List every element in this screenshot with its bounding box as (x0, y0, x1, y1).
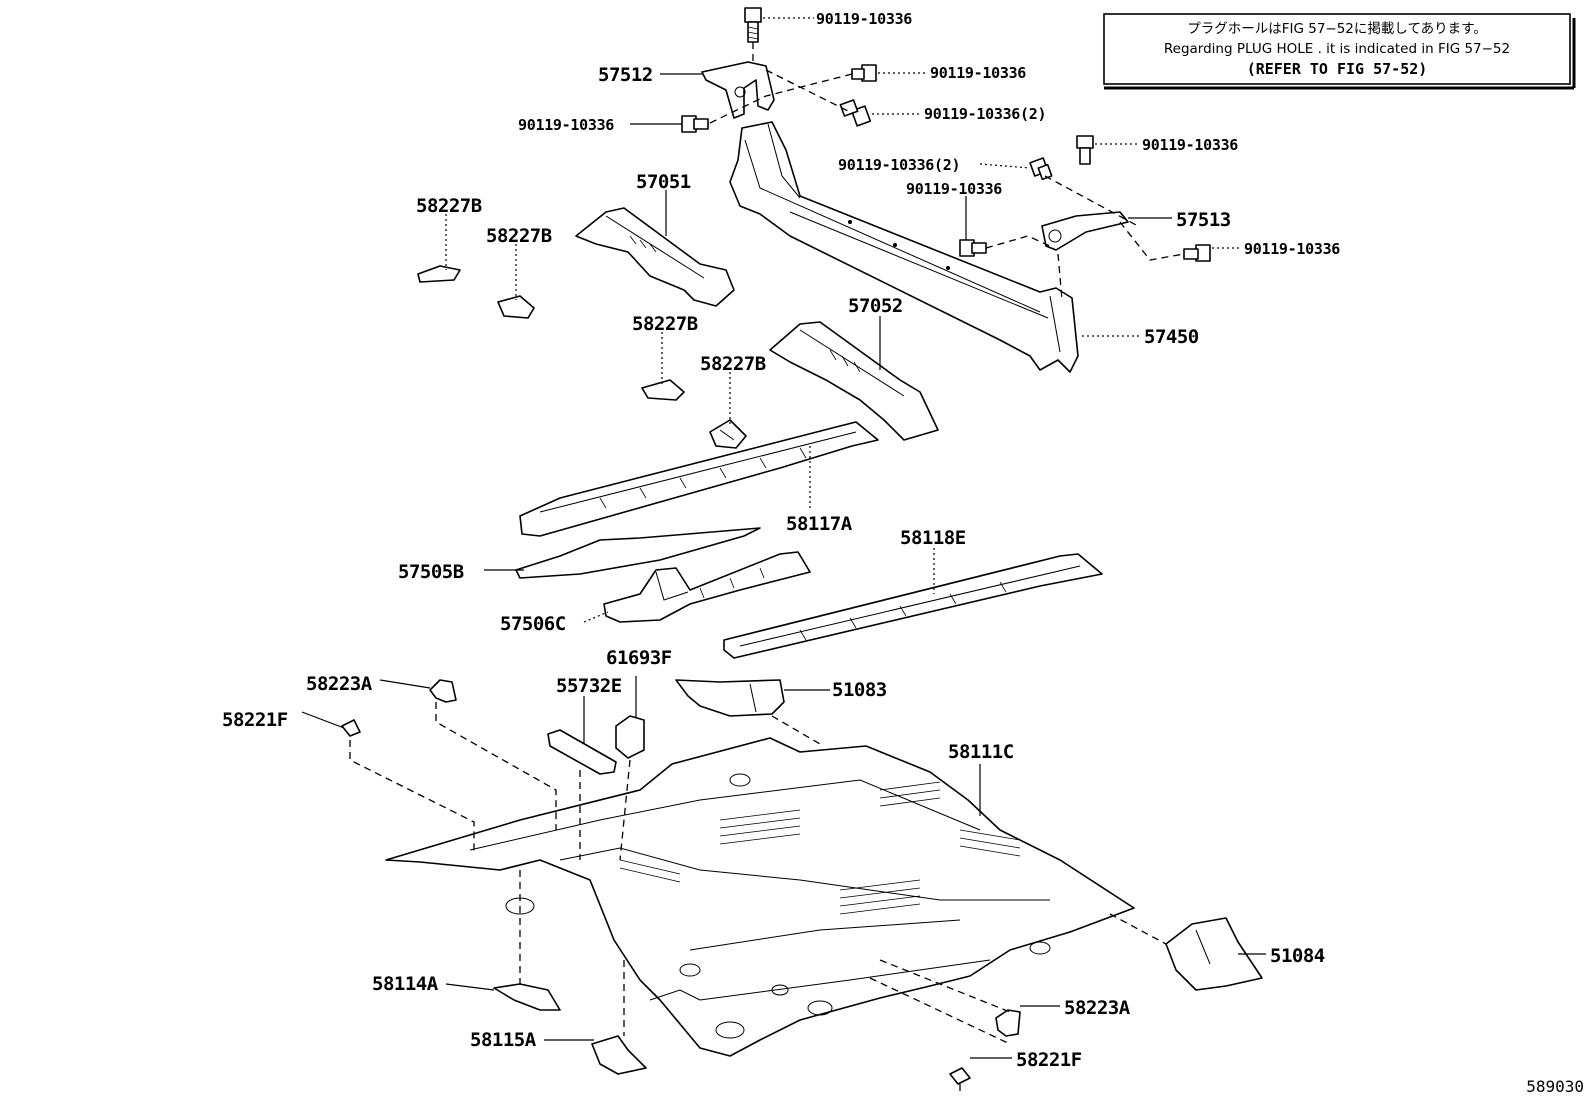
side-member-58118e (723, 553, 1103, 659)
bolt-icon-group (681, 7, 1211, 262)
clip-58221f (341, 719, 361, 737)
panel-57506c (603, 551, 811, 623)
part-labels: 90119-10336 57512 90119-10336 90119-1033… (222, 10, 1341, 1071)
label-90119-10336: 90119-10336 (1244, 240, 1340, 258)
label-58111c: 58111C (948, 741, 1014, 763)
floor-pan-58111c (385, 737, 1135, 1057)
side-member-58117a (519, 421, 879, 537)
clip-58223a (429, 679, 457, 703)
bolt-icon (1183, 244, 1211, 262)
cross-member-57450 (729, 121, 1079, 373)
label-90119-10336: 90119-10336 (930, 64, 1026, 82)
bracket-57512 (701, 61, 775, 119)
label-58227b: 58227B (416, 195, 482, 217)
label-55732e: 55732E (556, 675, 622, 697)
label-51083: 51083 (832, 679, 887, 701)
label-58221f: 58221F (1016, 1049, 1082, 1071)
figure-number: 589030 (1526, 1077, 1584, 1096)
label-90119-10336-2: 90119-10336(2) (924, 105, 1046, 123)
label-57052: 57052 (848, 295, 903, 317)
label-90119-10336: 90119-10336 (518, 116, 614, 134)
clip-58227b (709, 419, 747, 449)
bracket-58114a (493, 983, 561, 1011)
bolt-icon (1029, 157, 1053, 181)
label-58118e: 58118E (900, 527, 966, 549)
clip-58221f (949, 1067, 971, 1085)
bolt-alignment-lines (707, 42, 1185, 301)
bolt-icon (851, 64, 877, 82)
label-90119-10336-2: 90119-10336(2) (838, 156, 960, 174)
label-58117a: 58117A (786, 513, 853, 535)
label-58223a: 58223A (306, 673, 373, 695)
bolt-icon (744, 7, 762, 43)
bracket-58115a (591, 1035, 647, 1075)
bracket-57513 (1041, 211, 1129, 251)
label-90119-10336: 90119-10336 (816, 10, 912, 28)
clip-58223a (995, 1009, 1021, 1037)
bolt-icon (839, 99, 872, 127)
clip-58227b (641, 379, 685, 401)
note-line-2: Regarding PLUG HOLE . it is indicated in… (1164, 41, 1510, 57)
panel-57505b (515, 527, 761, 579)
label-51084: 51084 (1270, 945, 1325, 967)
label-58114a: 58114A (372, 973, 439, 995)
label-90119-10336: 90119-10336 (1142, 136, 1238, 154)
bracket-51084 (1165, 917, 1263, 991)
clip-58227b (417, 265, 461, 283)
label-57506c: 57506C (500, 613, 566, 635)
label-58227b: 58227B (700, 353, 766, 375)
bolt-icon (681, 115, 709, 133)
bracket-55732e (547, 729, 617, 775)
leader-lines (301, 17, 1266, 1059)
assembly-lines (349, 702, 1167, 1096)
clip-58227b (497, 295, 535, 319)
label-90119-10336: 90119-10336 (906, 180, 1002, 198)
label-57051: 57051 (636, 171, 691, 193)
reference-note: プラグホールはFIG 57−52に掲載してあります。 Regarding PLU… (1103, 13, 1576, 90)
label-57505b: 57505B (398, 561, 464, 583)
bolt-icon (1076, 135, 1094, 165)
note-line-1: プラグホールはFIG 57−52に掲載してあります。 (1187, 21, 1487, 37)
bolt-icon (959, 239, 987, 257)
bracket-51083 (675, 679, 785, 717)
panel-57052 (769, 321, 939, 441)
note-line-3: (REFER TO FIG 57-52) (1247, 60, 1428, 78)
label-57512: 57512 (598, 64, 653, 86)
label-58223a: 58223A (1064, 997, 1131, 1019)
label-57513: 57513 (1176, 209, 1231, 231)
label-58227b: 58227B (486, 225, 552, 247)
bracket-61693f (615, 715, 645, 759)
panel-57051 (575, 207, 735, 307)
label-58227b: 58227B (632, 313, 698, 335)
label-58115a: 58115A (470, 1029, 537, 1051)
label-61693f: 61693F (606, 647, 672, 669)
label-57450: 57450 (1144, 326, 1199, 348)
label-58221f: 58221F (222, 709, 288, 731)
